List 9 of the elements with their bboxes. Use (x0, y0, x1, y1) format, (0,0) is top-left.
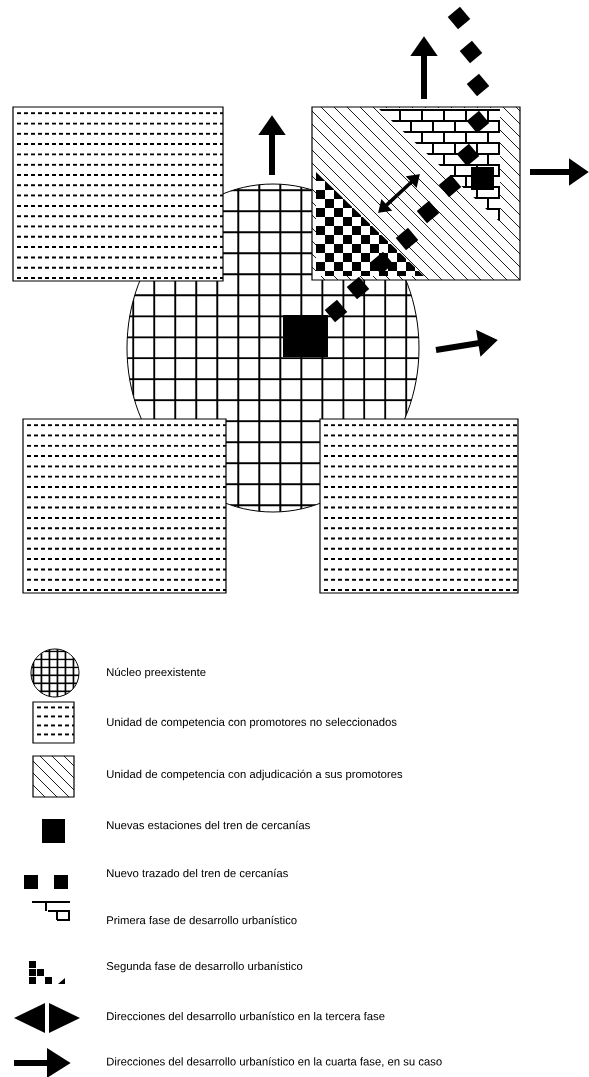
legend-text: Primera fase de desarrollo urbanístico (107, 915, 297, 925)
legend-text: Núcleo preexistente (107, 667, 206, 679)
legend-text: Direcciones del desarrollo urbanístico en la cuarta fase, en su caso (107, 1057, 442, 1067)
legend-text: Nuevo trazado del tren de cercanías (107, 868, 288, 878)
legend-text: Unidad de competencia con promotores no seleccionados (107, 717, 397, 729)
legend-text: Segunda fase de desarrollo urbanístico (106, 961, 303, 973)
legend-text: Nuevas estaciones del tren de cercanías (107, 820, 310, 830)
legend-text: Unidad de competencia con adjudicación a sus promotores (107, 769, 403, 781)
legend-text: Direcciones del desarrollo urbanístico en la tercera fase (107, 1011, 385, 1021)
